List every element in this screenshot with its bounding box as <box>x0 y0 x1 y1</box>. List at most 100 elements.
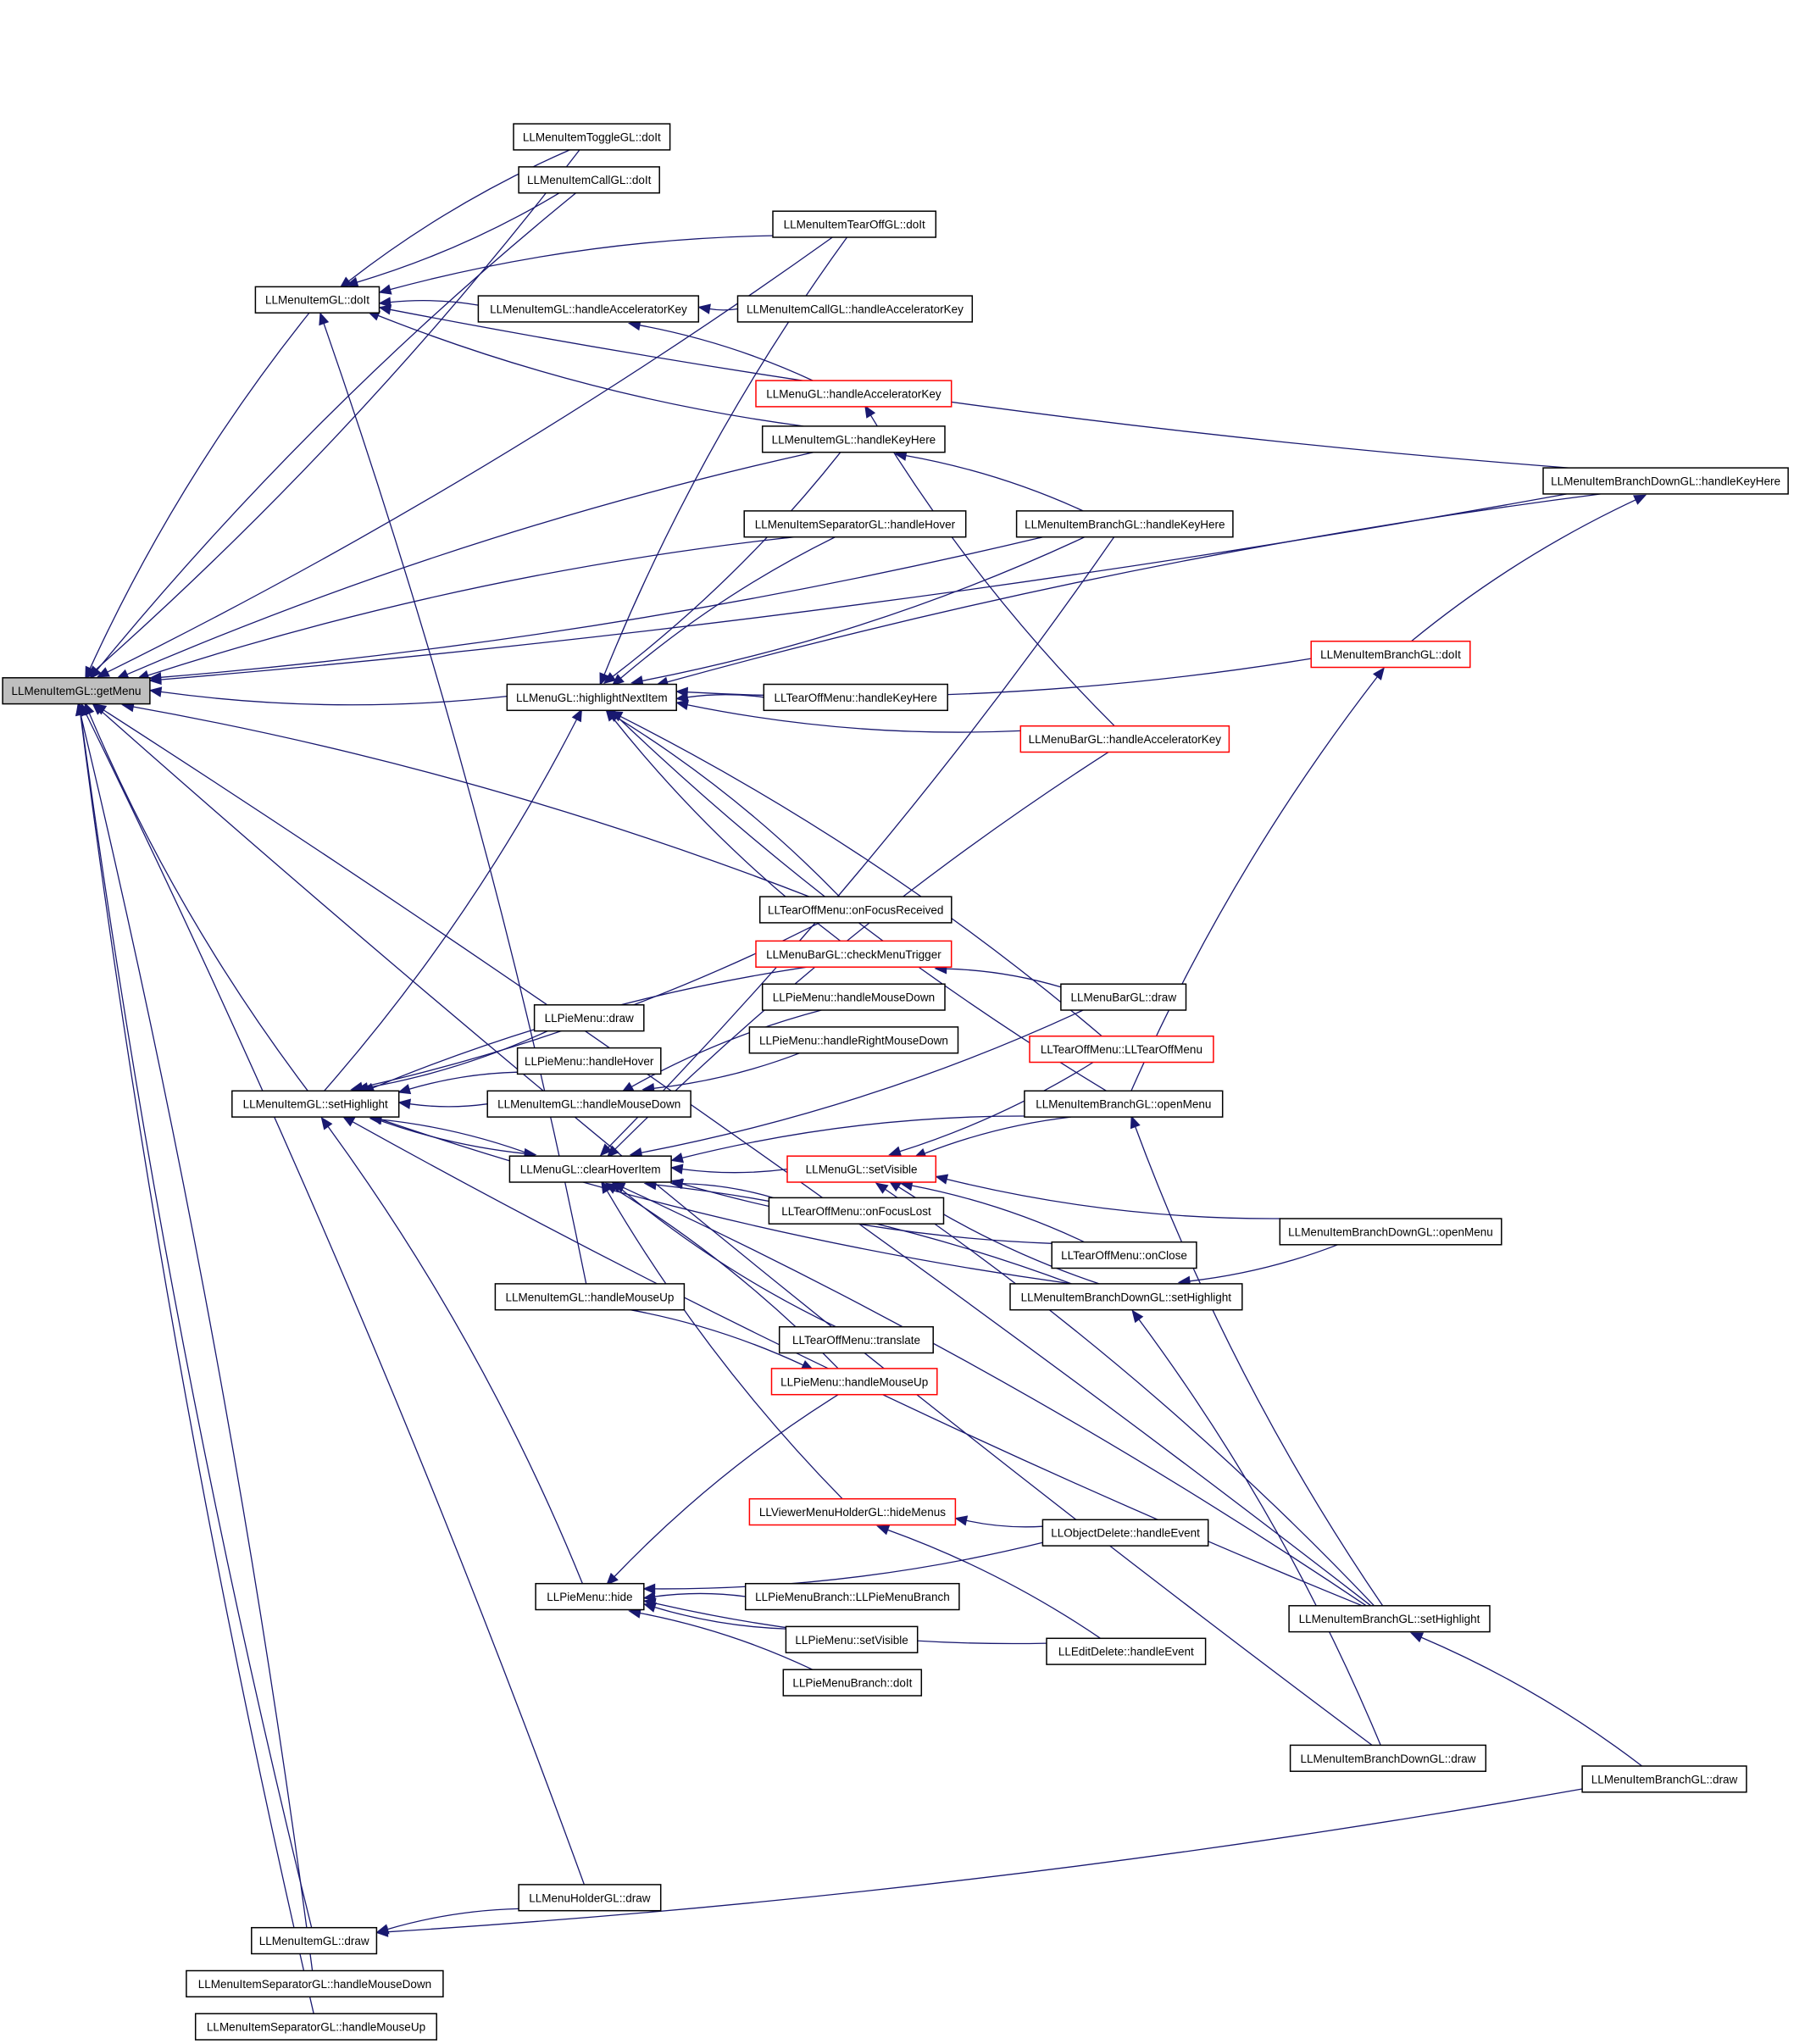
edge-line <box>367 1030 548 1089</box>
node-box <box>748 1497 957 1526</box>
graph-node-pie-hide[interactable]: LLPieMenu::hide <box>535 1582 645 1611</box>
graph-node-sep-handle-hover[interactable]: LLMenuItemSeparatorGL::handleHover <box>743 510 967 538</box>
graph-node-pie-handle-mouse-up[interactable]: LLPieMenu::handleMouseUp <box>770 1368 938 1396</box>
node-label: LLMenuItemGL::setHighlight <box>243 1098 388 1111</box>
call-edge <box>342 1115 1363 1607</box>
graph-node-bar-draw[interactable]: LLMenuBarGL::draw <box>1060 983 1187 1011</box>
graph-node-tear-translate[interactable]: LLTearOffMenu::translate <box>778 1325 934 1354</box>
graph-node-pie-branch-do-it[interactable]: LLPieMenuBranch::doIt <box>782 1669 923 1697</box>
node-label: LLMenuItemBranchGL::handleKeyHere <box>1025 518 1225 530</box>
graph-node-item-draw[interactable]: LLMenuItemGL::draw <box>251 1926 378 1955</box>
graph-node-branch-set-highlight[interactable]: LLMenuItemBranchGL::setHighlight <box>1288 1605 1491 1633</box>
call-edge <box>888 1061 1094 1157</box>
call-edge <box>378 304 1569 469</box>
call-edge <box>86 149 580 678</box>
arrowhead <box>599 672 610 686</box>
graph-node-item-handle-mouse-down[interactable]: LLMenuItemGL::handleMouseDown <box>486 1090 691 1118</box>
graph-node-tear-ctor[interactable]: LLTearOffMenu::LLTearOffMenu <box>1029 1035 1214 1064</box>
graph-node-branch-down-open-menu[interactable]: LLMenuItemBranchDownGL::openMenu <box>1279 1218 1502 1246</box>
call-edge <box>1410 494 1647 642</box>
graph-node-tear-on-focus-lost[interactable]: LLTearOffMenu::onFocusLost <box>768 1197 945 1225</box>
node-box <box>518 1884 662 1912</box>
graph-node-pie-branch-ctor[interactable]: LLPieMenuBranch::LLPieMenuBranch <box>744 1582 960 1611</box>
graph-node-viewer-hide-menus[interactable]: LLViewerMenuHolderGL::hideMenus <box>748 1497 957 1526</box>
graph-node-call-do-it[interactable]: LLMenuItemCallGL::doIt <box>518 166 660 194</box>
edge-line <box>103 709 1372 1607</box>
graph-node-tear-off-do-it[interactable]: LLMenuItemTearOffGL::doIt <box>772 210 937 238</box>
graph-node-branch-open-menu[interactable]: LLMenuItemBranchGL::openMenu <box>1024 1090 1224 1118</box>
graph-node-branch-down-draw[interactable]: LLMenuItemBranchDownGL::draw <box>1289 1744 1487 1772</box>
graph-node-highlight-next[interactable]: LLMenuGL::highlightNextItem <box>506 683 677 712</box>
graph-node-branch-down-handle-key-here[interactable]: LLMenuItemBranchDownGL::handleKeyHere <box>1542 467 1789 495</box>
edge-line <box>614 751 1109 1150</box>
graph-node-item-handle-mouse-up[interactable]: LLMenuItemGL::handleMouseUp <box>494 1283 686 1311</box>
graph-node-branch-down-set-highlight[interactable]: LLMenuItemBranchDownGL::setHighlight <box>1009 1283 1243 1311</box>
node-label: LLPieMenu::draw <box>545 1012 634 1025</box>
graph-node-tear-on-close[interactable]: LLTearOffMenu::onClose <box>1051 1241 1197 1269</box>
edge-line <box>924 1116 1071 1154</box>
graph-node-sep-handle-mouse-up[interactable]: LLMenuItemSeparatorGL::handleMouseUp <box>194 2013 437 2041</box>
node-box <box>254 286 380 314</box>
edge-line <box>89 312 310 669</box>
node-label: LLMenuBarGL::handleAcceleratorKey <box>1029 733 1222 746</box>
graph-node-branch-do-it[interactable]: LLMenuItemBranchGL::doIt <box>1310 640 1471 669</box>
node-box <box>782 1669 923 1697</box>
graph-node-pie-draw[interactable]: LLPieMenu::draw <box>533 1004 645 1032</box>
node-label: LLEditDelete::handleEvent <box>1058 1646 1194 1658</box>
graph-node-item-do-it[interactable]: LLMenuItemGL::doIt <box>254 286 380 314</box>
graph-node-item-handle-key-here[interactable]: LLMenuItemGL::handleKeyHere <box>761 425 946 453</box>
graph-node-menu-set-visible[interactable]: LLMenuGL::setVisible <box>786 1155 937 1183</box>
node-box <box>506 683 677 712</box>
arrowhead <box>876 1525 891 1536</box>
graph-node-tear-on-focus-recv[interactable]: LLTearOffMenu::onFocusReceived <box>758 896 953 924</box>
graph-node-clear-hover[interactable]: LLMenuGL::clearHoverItem <box>508 1155 672 1183</box>
call-edge <box>913 1116 1071 1158</box>
edge-line <box>348 149 570 282</box>
graph-node-edit-delete-handle-event[interactable]: LLEditDelete::handleEvent <box>1046 1637 1207 1665</box>
edge-line <box>133 706 810 897</box>
node-box <box>758 896 953 924</box>
graph-node-branch-draw[interactable]: LLMenuItemBranchGL::draw <box>1581 1765 1747 1793</box>
graph-node-obj-delete-handle-event[interactable]: LLObjectDelete::handleEvent <box>1041 1519 1209 1547</box>
edge-line <box>107 236 833 673</box>
call-edge <box>148 536 1043 683</box>
node-label: LLTearOffMenu::LLTearOffMenu <box>1041 1043 1202 1056</box>
call-edge <box>670 1115 1025 1164</box>
edge-line <box>352 1121 1363 1607</box>
node-label: LLTearOffMenu::onFocusReceived <box>768 904 943 917</box>
graph-node-branch-handle-key-here[interactable]: LLMenuItemBranchGL::handleKeyHere <box>1015 510 1234 538</box>
call-edge <box>893 450 1084 512</box>
node-label: LLMenuItemToggleGL::doIt <box>523 131 661 144</box>
graph-node-tear-handle-key-here[interactable]: LLTearOffMenu::handleKeyHere <box>763 683 948 712</box>
arrowhead <box>397 1084 412 1095</box>
arrowhead <box>375 1924 390 1935</box>
call-edge <box>697 303 738 314</box>
arrowhead <box>642 1583 656 1595</box>
graph-node-bar-check-trigger[interactable]: LLMenuBarGL::checkMenuTrigger <box>755 940 953 968</box>
graph-node-pie-handle-right-mouse-down[interactable]: LLPieMenu::handleRightMouseDown <box>748 1026 959 1054</box>
graph-node-item-set-highlight[interactable]: LLMenuItemGL::setHighlight <box>231 1090 400 1118</box>
call-edge <box>375 1908 519 1935</box>
call-edge <box>1130 1115 1384 1607</box>
node-label: LLMenuItemGL::getMenu <box>11 685 141 697</box>
node-box <box>1015 510 1234 538</box>
graph-node-pie-handle-mouse-down[interactable]: LLPieMenu::handleMouseDown <box>761 983 946 1011</box>
call-edge <box>642 1541 1043 1595</box>
graph-node-pie-set-visible[interactable]: LLPieMenu::setVisible <box>785 1625 919 1653</box>
node-label: LLMenuItemBranchGL::doIt <box>1320 648 1461 661</box>
node-label: LLTearOffMenu::onClose <box>1061 1249 1187 1262</box>
graph-node-toggle-do-it[interactable]: LLMenuItemToggleGL::doIt <box>513 123 671 151</box>
graph-node-menu-handle-accel[interactable]: LLMenuGL::handleAcceleratorKey <box>755 380 953 408</box>
graph-node-item-handle-accel[interactable]: LLMenuItemGL::handleAcceleratorKey <box>477 295 700 323</box>
node-box <box>1060 983 1187 1011</box>
call-edge <box>954 1515 1043 1528</box>
graph-node-get-menu[interactable]: LLMenuItemGL::getMenu <box>2 677 151 705</box>
graph-node-sep-handle-mouse-down[interactable]: LLMenuItemSeparatorGL::handleMouseDown <box>186 1969 444 1998</box>
graph-node-call-handle-accel[interactable]: LLMenuItemCallGL::handleAcceleratorKey <box>736 295 974 323</box>
node-label: LLMenuItemGL::handleMouseUp <box>505 1291 674 1303</box>
graph-node-pie-handle-hover[interactable]: LLPieMenu::handleHover <box>516 1047 662 1075</box>
graph-node-holder-draw[interactable]: LLMenuHolderGL::draw <box>518 1884 662 1912</box>
graph-node-bar-handle-accel[interactable]: LLMenuBarGL::handleAcceleratorKey <box>1019 725 1230 753</box>
call-edge <box>603 452 841 684</box>
arrowhead <box>319 312 330 326</box>
